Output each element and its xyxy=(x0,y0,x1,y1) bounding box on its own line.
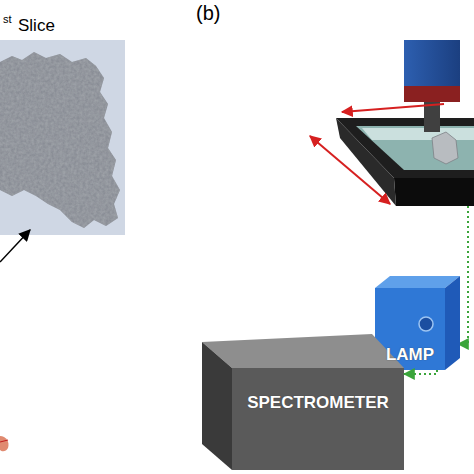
motion-arrow xyxy=(310,136,390,204)
node-label: SPECTROMETER xyxy=(247,393,389,413)
panel-letter: (b) xyxy=(196,2,220,25)
rock-slice xyxy=(0,52,120,228)
lamp-box: LAMP xyxy=(375,340,445,370)
slice-label: Slice xyxy=(18,16,55,36)
motion-arrow xyxy=(342,104,444,112)
partial-object xyxy=(0,440,8,442)
lamp-unit xyxy=(375,276,460,370)
spectrometer-unit xyxy=(202,334,404,470)
slice-panel xyxy=(0,40,125,235)
superscript-text: st xyxy=(3,13,12,25)
camera xyxy=(404,40,460,132)
pointer-arrow xyxy=(0,230,30,262)
node-label: LAMP xyxy=(386,345,434,365)
fiber-connector xyxy=(404,370,437,374)
xy-stage xyxy=(336,118,474,206)
partial-object xyxy=(0,436,9,451)
spectrometer-box: SPECTROMETER xyxy=(232,372,404,434)
